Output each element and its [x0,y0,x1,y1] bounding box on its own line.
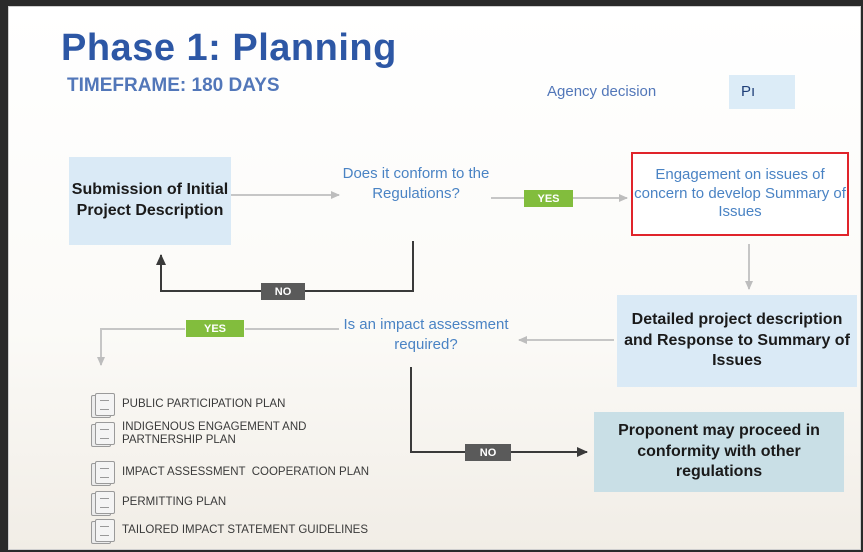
plan-item: INDIGENOUS ENGAGEMENT AND PARTNERSHIP PL… [89,421,339,448]
page-title: Phase 1: Planning [61,27,397,69]
plan-item: PERMITTING PLAN [89,491,227,516]
impact-assessment-question: Is an impact assessment required? [343,316,509,353]
plan-label: PUBLIC PARTICIPATION PLAN [122,398,286,411]
plan-label: TAILORED IMPACT STATEMENT GUIDELINES [122,524,369,537]
plan-label: PERMITTING PLAN [122,496,227,509]
proponent-box: Proponent may proceed in conformity with… [594,412,844,492]
plan-item: PUBLIC PARTICIPATION PLAN [89,393,286,418]
yes-label-ia: YES [186,320,244,337]
document-icon [89,461,117,486]
document-icon [89,519,117,544]
detailed-description-box: Detailed project description and Respons… [617,295,857,387]
timeframe-subtitle: TIMEFRAME: 180 DAYS [67,75,280,96]
legend-swatch: Pı [729,75,795,109]
submission-box: Submission of Initial Project Descriptio… [69,157,231,245]
plan-item: IMPACT ASSESSMENT COOPERATION PLAN [89,461,370,486]
arrow-no-to-proponent [410,367,588,457]
conform-question: Does it conform to the Regulations? [342,165,490,202]
document-icon [89,491,117,516]
engagement-box: Engagement on issues of concern to devel… [631,152,849,236]
plan-label: IMPACT ASSESSMENT COOPERATION PLAN [122,466,370,479]
slide: Phase 1: Planning TIMEFRAME: 180 DAYS Ag… [8,6,861,550]
plan-label: INDIGENOUS ENGAGEMENT AND PARTNERSHIP PL… [122,421,307,447]
yes-label-conform: YES [524,190,573,207]
arrow-yes-to-plans [97,328,185,366]
plan-item: TAILORED IMPACT STATEMENT GUIDELINES [89,519,369,544]
plans-list: PUBLIC PARTICIPATION PLAN INDIGENOUS ENG… [89,393,469,544]
document-icon [89,422,117,448]
document-icon [89,393,117,418]
legend-agency-decision-label: Agency decision [547,83,657,100]
no-label-ia: NO [465,444,511,461]
no-label-loop: NO [261,283,305,300]
